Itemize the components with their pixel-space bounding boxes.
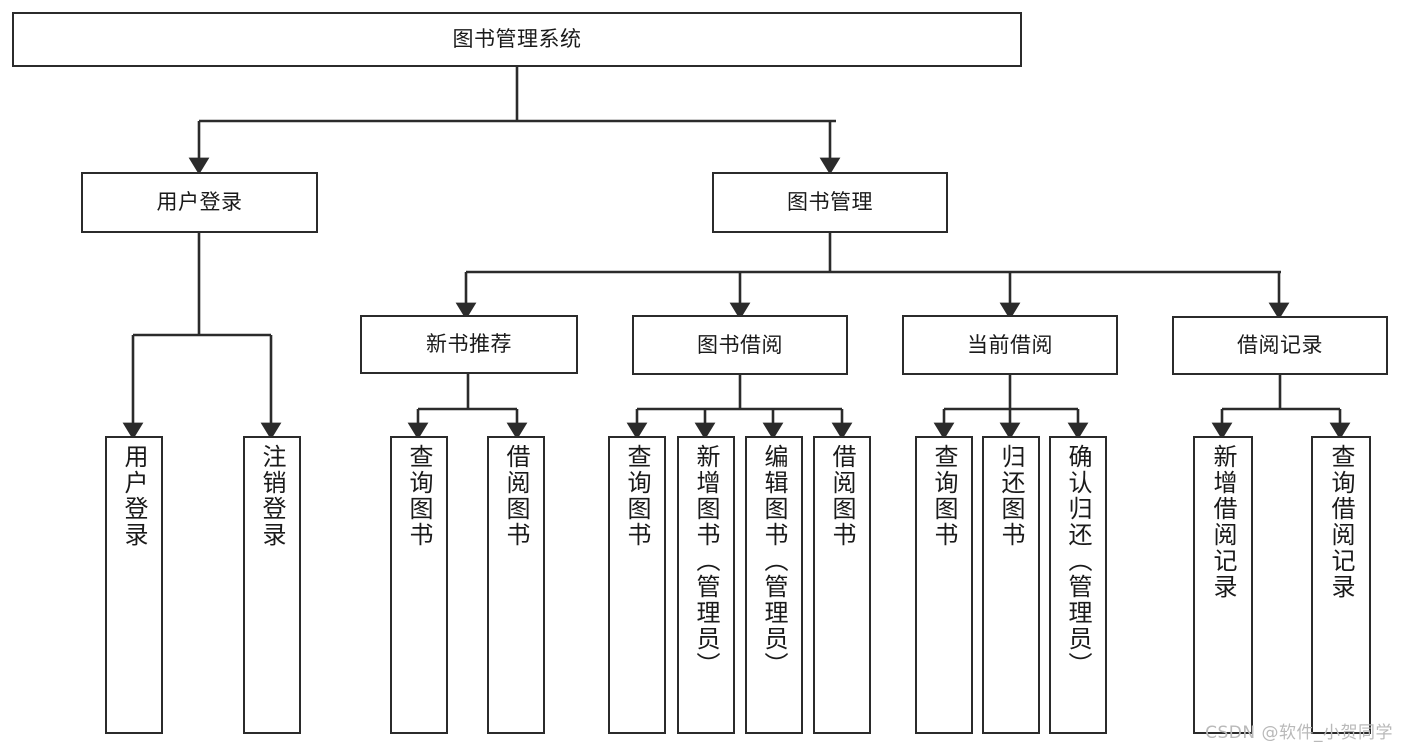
node-user-login[interactable]: 用户登录	[81, 172, 318, 233]
node-leaf-logout[interactable]: 注销登录	[243, 436, 301, 734]
node-leaf-logout-label: 注销登录	[258, 444, 286, 548]
node-leaf-add-book-admin[interactable]: 新增图书（管理员）	[677, 436, 735, 734]
watermark-text: CSDN @软件_小贺同学	[1205, 723, 1393, 743]
node-leaf-borrow-book[interactable]: 借阅图书	[813, 436, 871, 734]
node-current-borrow[interactable]: 当前借阅	[902, 315, 1118, 375]
node-user-login-label: 用户登录	[156, 190, 243, 215]
node-current-borrow-label: 当前借阅	[967, 332, 1053, 357]
node-new-book-recommend[interactable]: 新书推荐	[360, 315, 578, 374]
node-leaf-add-book-admin-label: 新增图书（管理员）	[692, 444, 720, 678]
node-new-book-recommend-label: 新书推荐	[426, 332, 512, 357]
node-borrow-record[interactable]: 借阅记录	[1172, 316, 1388, 375]
node-leaf-newbook-borrow[interactable]: 借阅图书	[487, 436, 545, 734]
node-book-manage-label: 图书管理	[787, 190, 873, 215]
node-leaf-borrow-book-label: 借阅图书	[828, 444, 856, 548]
node-leaf-newbook-borrow-label: 借阅图书	[502, 444, 530, 548]
node-leaf-borrow-query[interactable]: 查询图书	[608, 436, 666, 734]
node-book-borrow-label: 图书借阅	[697, 332, 783, 357]
node-borrow-record-label: 借阅记录	[1237, 333, 1323, 358]
node-leaf-newbook-query-label: 查询图书	[405, 444, 433, 548]
node-leaf-confirm-return-admin[interactable]: 确认归还（管理员）	[1049, 436, 1107, 734]
node-leaf-user-login[interactable]: 用户登录	[105, 436, 163, 734]
node-root[interactable]: 图书管理系统	[12, 12, 1022, 67]
node-leaf-add-borrow-record[interactable]: 新增借阅记录	[1193, 436, 1253, 734]
node-leaf-edit-book-admin[interactable]: 编辑图书（管理员）	[745, 436, 803, 734]
node-leaf-return-book[interactable]: 归还图书	[982, 436, 1040, 734]
node-leaf-query-borrow-record-label: 查询借阅记录	[1327, 444, 1355, 600]
node-leaf-user-login-label: 用户登录	[120, 444, 148, 548]
node-book-manage[interactable]: 图书管理	[712, 172, 948, 233]
node-leaf-current-query-label: 查询图书	[930, 444, 958, 548]
node-leaf-confirm-return-admin-label: 确认归还（管理员）	[1064, 444, 1092, 678]
node-leaf-newbook-query[interactable]: 查询图书	[390, 436, 448, 734]
node-book-borrow[interactable]: 图书借阅	[632, 315, 848, 375]
node-leaf-edit-book-admin-label: 编辑图书（管理员）	[760, 444, 788, 678]
node-leaf-current-query[interactable]: 查询图书	[915, 436, 973, 734]
node-leaf-query-borrow-record[interactable]: 查询借阅记录	[1311, 436, 1371, 734]
node-root-label: 图书管理系统	[452, 27, 582, 52]
node-leaf-borrow-query-label: 查询图书	[623, 444, 651, 548]
node-leaf-add-borrow-record-label: 新增借阅记录	[1209, 444, 1237, 600]
node-leaf-return-book-label: 归还图书	[997, 444, 1025, 548]
